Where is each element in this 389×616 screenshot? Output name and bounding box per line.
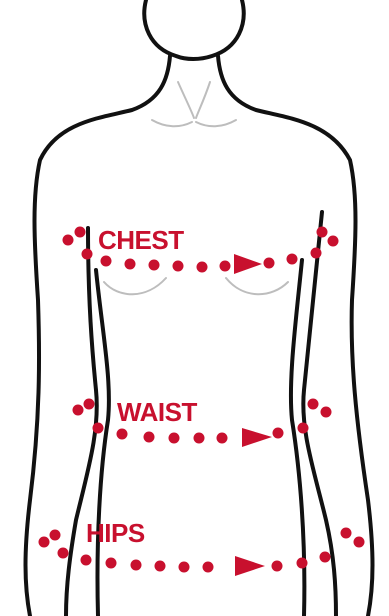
hips-dot	[203, 562, 214, 573]
waist-dot	[117, 429, 128, 440]
bust-detail	[104, 278, 288, 294]
hips-label: HIPS	[86, 520, 145, 546]
hips-dot	[39, 537, 50, 548]
chest-label: CHEST	[98, 227, 184, 253]
collarbone-detail	[152, 82, 236, 126]
waist-dot	[84, 399, 95, 410]
waist-dot	[169, 433, 180, 444]
chest-dot	[82, 249, 93, 260]
hips-dot	[50, 530, 61, 541]
chest-dot	[311, 248, 322, 259]
waist-dot	[273, 428, 284, 439]
body-outline-icon	[26, 0, 373, 616]
hips-dot	[272, 561, 283, 572]
waist-dot	[217, 433, 228, 444]
hips-dot	[58, 548, 69, 559]
waist-dot	[194, 433, 205, 444]
chest-dot	[220, 261, 231, 272]
waist-dot	[321, 407, 332, 418]
hips-dot	[81, 555, 92, 566]
waist-label: WAIST	[117, 399, 197, 425]
chest-dot	[75, 227, 86, 238]
chest-dot	[197, 262, 208, 273]
hips-dot	[320, 552, 331, 563]
chest-dot	[317, 227, 328, 238]
waist-arrow-right-icon	[242, 428, 272, 447]
hips-arrow-right-icon	[235, 556, 265, 576]
head-outline	[144, 0, 243, 59]
waist-dot	[308, 399, 319, 410]
hips-dot	[297, 558, 308, 569]
chest-dot	[264, 258, 275, 269]
chest-arrow-right-icon	[234, 254, 262, 274]
waist-dot	[93, 423, 104, 434]
chest-dot	[125, 259, 136, 270]
chest-dot	[63, 235, 74, 246]
chest-dot	[173, 261, 184, 272]
chest-dot	[149, 260, 160, 271]
hips-dot	[179, 562, 190, 573]
waist-dot	[144, 432, 155, 443]
chest-dot	[101, 256, 112, 267]
hips-dot	[131, 560, 142, 571]
waist-dot	[298, 423, 309, 434]
chest-dot	[287, 254, 298, 265]
chest-dot	[328, 236, 339, 247]
hips-dot	[341, 528, 352, 539]
waist-dot	[73, 405, 84, 416]
hips-dot	[354, 537, 365, 548]
hips-dot	[155, 561, 166, 572]
hips-dot	[106, 558, 117, 569]
